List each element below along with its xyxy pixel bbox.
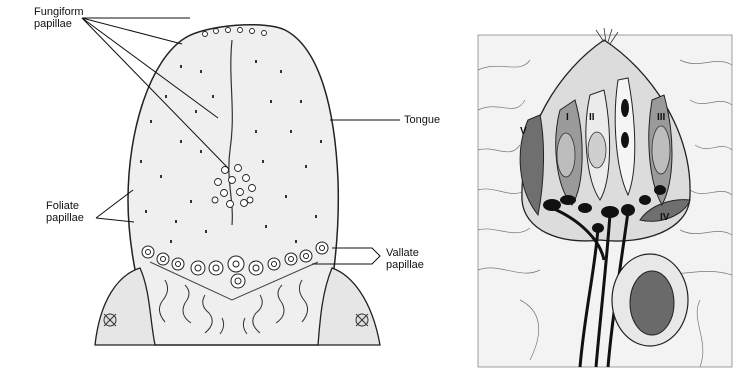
label-foliate-line1: Foliate xyxy=(46,200,79,212)
nucleus-III xyxy=(652,126,670,174)
label-fungiform-line1: Fungiform xyxy=(34,6,84,18)
label-foliate-line2: papillae xyxy=(46,212,84,224)
label-vallate-line2: papillae xyxy=(386,259,424,271)
nucleus-central-2 xyxy=(621,132,629,148)
cell-label-IV: IV xyxy=(660,212,669,224)
nucleus-central-1 xyxy=(621,99,629,117)
tongue-drawing xyxy=(82,18,400,345)
cell-label-I: I xyxy=(566,112,569,124)
blood-vessel-lumen xyxy=(630,271,674,335)
cell-label-II: II xyxy=(589,112,595,124)
nucleus-I xyxy=(557,133,575,177)
right-pillar xyxy=(318,268,380,345)
right-tonsil-mark xyxy=(356,314,368,326)
left-tonsil-mark xyxy=(104,314,116,326)
nucleus-II xyxy=(588,132,606,168)
label-vallate-line1: Vallate xyxy=(386,247,419,259)
label-tongue: Tongue xyxy=(404,114,440,126)
cell-label-V: V xyxy=(520,126,527,138)
cell-label-III: III xyxy=(657,112,665,124)
tongue-body xyxy=(128,25,338,345)
taste-bud-drawing xyxy=(478,28,732,367)
label-fungiform-line2: papillae xyxy=(34,18,72,30)
